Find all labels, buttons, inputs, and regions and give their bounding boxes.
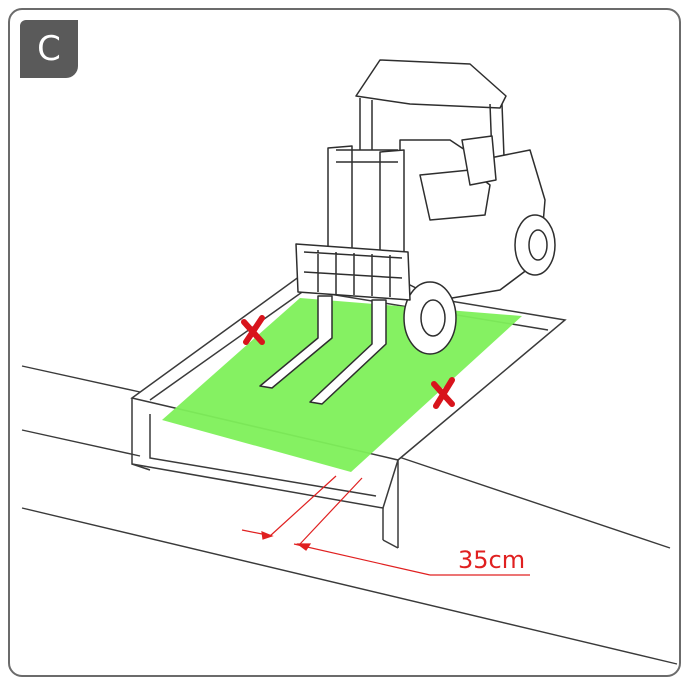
ground-line-front	[21, 507, 678, 665]
cross-mark-icon	[241, 315, 265, 345]
panel-letter-badge: C	[20, 20, 78, 78]
measurement-indicator	[241, 475, 530, 576]
ground-lines	[21, 365, 678, 665]
cross-mark-icon	[431, 377, 455, 409]
measurement-label: 35cm	[458, 546, 525, 574]
ground-line-back-right	[389, 453, 671, 549]
ground-line-back-left	[21, 365, 141, 393]
forklift-illustration	[259, 59, 556, 405]
